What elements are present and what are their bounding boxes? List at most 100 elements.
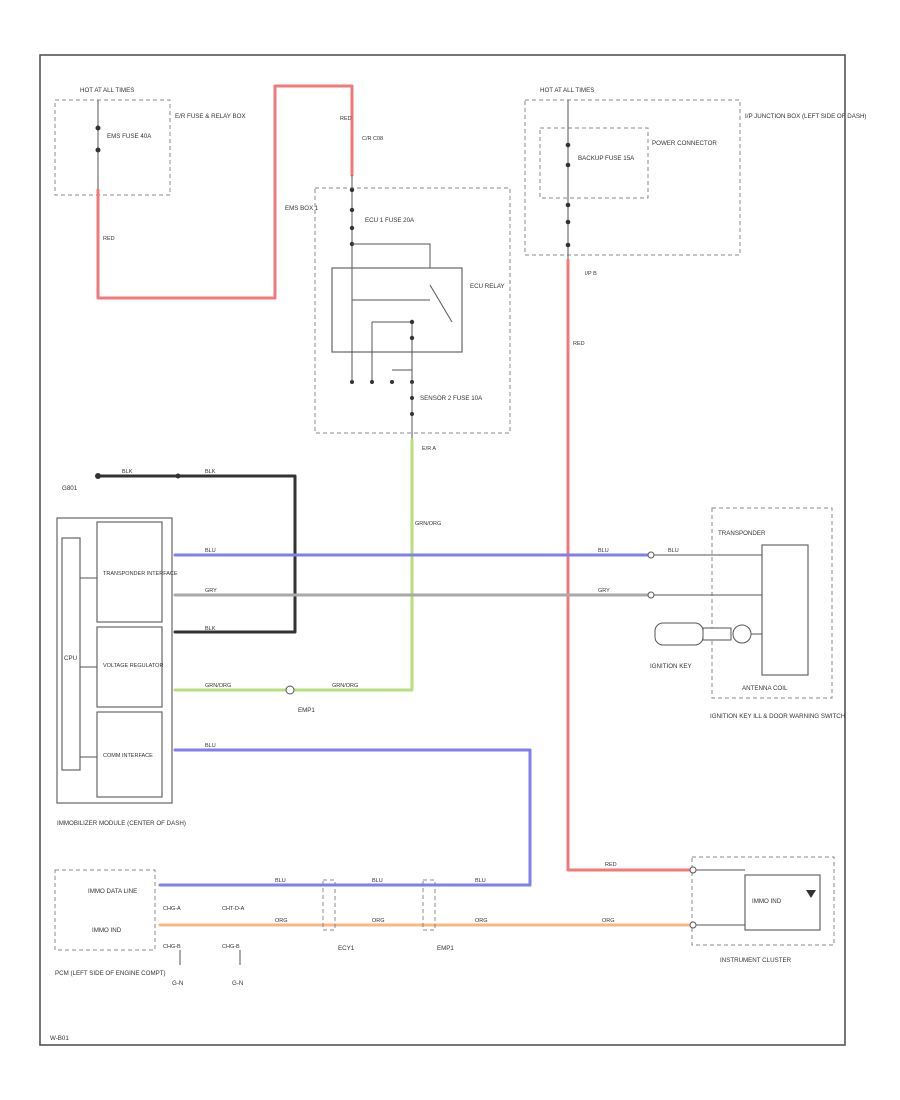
wire-label-blk-2: BLK [205,469,216,475]
wire-label-red-1: RED [103,236,115,242]
connector-emp1-b [422,879,436,931]
fuse-icon [349,225,355,231]
red-wire-backup [566,258,692,872]
ignition-key-icon [654,622,762,646]
pcm-label: PCM (LEFT SIDE OF ENGINE COMPT) [55,970,166,977]
terminal-dot [565,202,571,208]
fuse-icon [95,147,101,153]
ignition-switch-label: IGNITION KEY ILL & DOOR WARNING SWITCH [710,713,845,720]
terminal-dot [349,207,355,213]
transponder-interface-label: TRANSPONDER INTERFACE [103,571,178,577]
diagram-frame [39,54,846,1046]
ems-fuse-label: EMS FUSE 40A [107,133,152,140]
connector-ecy1 [322,879,336,931]
ignition-key-label: IGNITION KEY [650,663,692,670]
wire-label-gry-r: GRY [598,588,610,594]
wire-label-blu-b3: BLU [475,878,486,884]
wire-label-blu: BLU [205,548,216,554]
cht-d-a-label: CHT-D-A [222,906,245,912]
wire-label-org-1: ORG [275,918,288,924]
wire-label-red-vert: RED [573,341,585,347]
terminal-dot [350,380,354,384]
connector-pin [689,921,697,929]
terminal-dot [410,412,414,416]
connector-emp1 [285,685,295,695]
connector-pin [647,551,655,559]
cpu-label: CPU [64,655,77,662]
sensor-fuse-label: SENSOR 2 FUSE 10A [420,395,483,402]
ecy1-label: ECY1 [338,945,355,952]
ground-a-label: G-N [172,980,183,987]
wire-label-transponder-1: BLU [668,548,679,554]
er-box-label: E/R FUSE & RELAY BOX [175,113,246,120]
ecu-relay-label: ECU RELAY [470,283,505,290]
er-fuse-relay-box [54,99,171,196]
transponder-block [761,544,809,676]
wire-label-grn-org-1: GRN/ORG [205,683,231,689]
chg-a-label: CHG-B [163,944,181,950]
emp1-label: EMP1 [298,707,315,714]
fuse-icon [95,125,101,131]
terminal-dot [565,242,571,248]
wire-label-blu-r: BLU [598,548,609,554]
power-connector-box [539,127,649,199]
relay-icon [331,267,463,353]
immo-ind-block [744,874,821,931]
terminal-dot [565,219,571,225]
cpu-block [61,537,81,771]
wire-label-red-2: RED [340,116,352,122]
ems-box [314,187,511,434]
wire-label-grn-org-2: GRN/ORG [332,683,358,689]
instrument-cluster-box [691,856,835,946]
hot-label-left: HOT AT ALL TIMES [80,87,134,94]
ip-junction-box [524,99,741,256]
fuse-icon [410,396,414,400]
conn-sensor-label: E/R A [422,446,436,452]
hot-label-right: HOT AT ALL TIMES [540,87,594,94]
wire-label-blu-b2: BLU [372,878,383,884]
instrument-cluster-label: INSTRUMENT CLUSTER [720,957,792,964]
antenna-coil-label: ANTENNA COIL [742,685,788,692]
wire-label-blu-b1: BLU [275,878,286,884]
terminal-dot [349,187,355,193]
terminal-dot [370,380,374,384]
immobilizer-module [56,517,173,804]
grn-org-wire [173,438,414,692]
wire-label-gry: GRY [205,588,217,594]
ground-label: G801 [62,485,78,492]
voltage-regulator-label: VOLTAGE REGULATOR [103,663,163,669]
module-label: IMMOBILIZER MODULE (CENTER OF DASH) [57,820,186,827]
power-connector-label: POWER CONNECTOR [652,140,717,147]
comm-interface-label: COMM INTERFACE [103,753,153,759]
terminal-dot [409,335,415,341]
transponder-interface-block [96,521,163,623]
wire-label-grn-org-vert: GRN/ORG [415,521,441,527]
led-icon [806,890,816,898]
wire-label-org-4: ORG [602,918,615,924]
blu-wire-comm [158,748,532,887]
backup-fuse-label: BACKUP FUSE 15A [578,155,635,162]
terminal-dot [390,380,394,384]
ground-b-label: G-N [232,980,243,987]
conn-top-label: C/R C08 [362,136,383,142]
red-wire-ems [96,84,354,300]
comm-interface-block [96,711,163,798]
wire-label-blu-2: BLU [205,743,216,749]
terminal-dot [409,319,415,325]
connector-pin [689,866,697,874]
ems-box-label: EMS BOX 1 [285,205,319,212]
wire-label-org-3: ORG [475,918,488,924]
diagram-code: W-B01 [50,1035,69,1042]
chg-b-label: CHG-B [222,944,240,950]
ecu-relay-feed [352,243,431,268]
wire-label-blk-1: BLK [122,469,133,475]
emp1-b-label: EMP1 [437,945,454,952]
ecu-fuse-label: ECU 1 FUSE 20A [365,217,415,224]
immo-ind-label-pcm: IMMO IND [92,927,122,934]
conn-ip-label: I/P B [585,271,597,277]
connector-pin [647,591,655,599]
wire-label-org-2: ORG [372,918,385,924]
ignition-switch-box [711,507,833,699]
wire-label-red-bottom: RED [605,862,617,868]
